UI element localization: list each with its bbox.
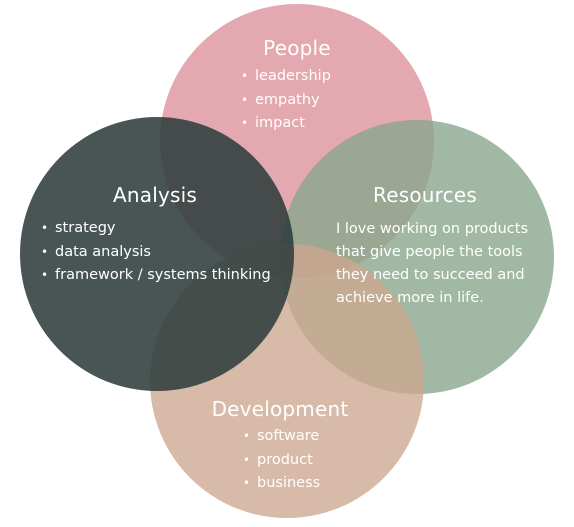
resources-line: I love working on products	[336, 221, 529, 237]
people-list: leadership empathy impact	[240, 65, 331, 136]
development-title: Development	[211, 397, 349, 421]
people-item: empathy	[240, 89, 331, 113]
resources-line: they need to succeed and	[336, 267, 525, 283]
resources-text: I love working on products that give peo…	[336, 218, 528, 310]
people-item: impact	[240, 112, 331, 136]
development-item: business	[242, 472, 320, 496]
people-title: People	[263, 36, 331, 60]
analysis-item: strategy	[40, 217, 271, 241]
development-list: software product business	[242, 425, 320, 496]
resources-line: achieve more in life.	[336, 290, 484, 306]
analysis-list: strategy data analysis framework / syste…	[40, 217, 271, 288]
analysis-item: data analysis	[40, 241, 271, 265]
development-item: software	[242, 425, 320, 449]
resources-title: Resources	[373, 183, 477, 207]
development-item: product	[242, 449, 320, 473]
people-item: leadership	[240, 65, 331, 89]
analysis-item: framework / systems thinking	[40, 264, 271, 288]
resources-line: that give people the tools	[336, 244, 523, 260]
analysis-title: Analysis	[112, 183, 197, 207]
